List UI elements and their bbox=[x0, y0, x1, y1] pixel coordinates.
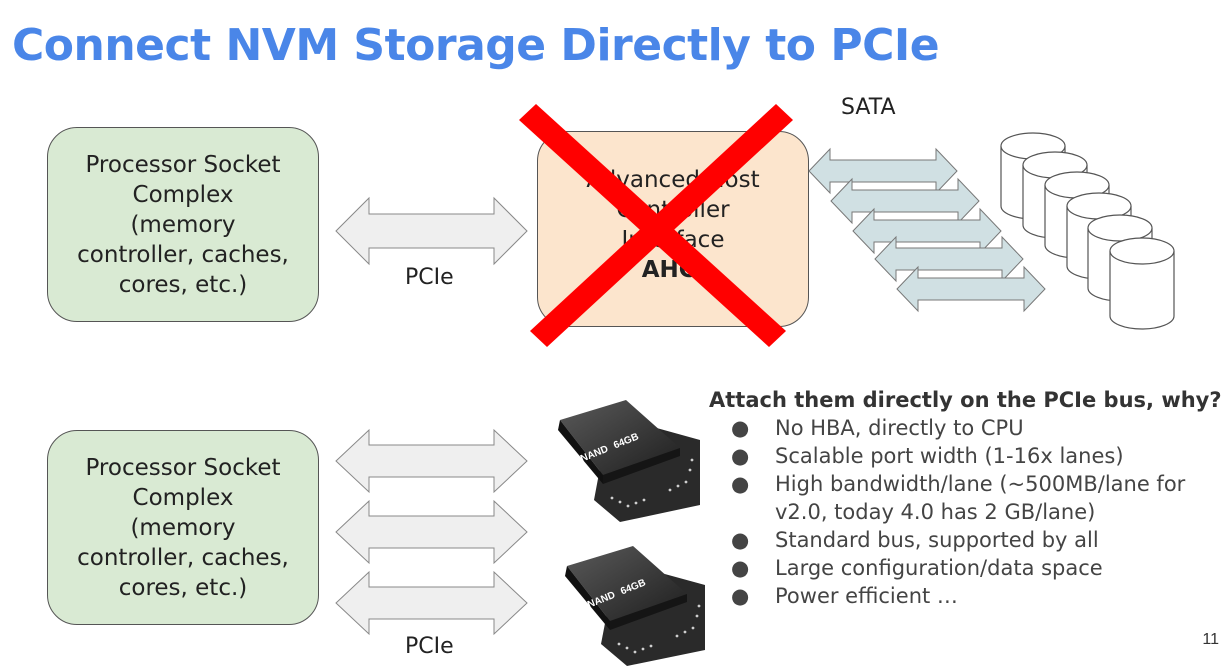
processor-box-line: (memory bbox=[130, 514, 236, 541]
reasons-list: Attach them directly on the PCIe bus, wh… bbox=[709, 386, 1222, 610]
red-x-icon bbox=[519, 104, 793, 347]
list-item: ● No HBA, directly to CPU bbox=[709, 414, 1221, 442]
processor-box-line: (memory bbox=[130, 211, 236, 238]
list-item: ● Power efficient … bbox=[709, 582, 1221, 610]
bullet-icon: ● bbox=[731, 584, 750, 608]
disk-stack bbox=[1000, 132, 1175, 330]
sata-arrow bbox=[874, 235, 1024, 283]
pcie-label-top: PCIe bbox=[405, 265, 454, 290]
list-item-text: High bandwidth/lane (~500MB/lane for v2.… bbox=[775, 472, 1186, 524]
sata-arrow bbox=[852, 207, 1002, 255]
list-item-text: Scalable port width (1-16x lanes) bbox=[775, 444, 1124, 468]
bullet-icon: ● bbox=[731, 416, 750, 440]
processor-box-line: controller, caches, bbox=[77, 241, 289, 268]
list-item-text: No HBA, directly to CPU bbox=[775, 416, 1024, 440]
processor-box-line: Processor Socket bbox=[85, 454, 281, 481]
processor-box-line: Complex bbox=[132, 181, 234, 208]
sata-arrow bbox=[808, 147, 958, 195]
list-item-text: Standard bus, supported by all bbox=[775, 528, 1099, 552]
list-item: ● High bandwidth/lane (~500MB/lane for v2… bbox=[709, 470, 1221, 526]
sata-arrow bbox=[896, 265, 1046, 313]
nand-chip-2: NAND 64GB bbox=[565, 546, 705, 666]
pcie-arrow-bottom bbox=[335, 499, 528, 565]
list-item: ● Large configuration/data space bbox=[709, 554, 1221, 582]
page-number: 11 bbox=[1202, 631, 1219, 648]
bullet-icon: ● bbox=[731, 528, 750, 552]
sata-label: SATA bbox=[841, 95, 896, 120]
processor-box-line: controller, caches, bbox=[77, 544, 289, 571]
bullet-icon: ● bbox=[731, 472, 750, 496]
processor-socket-box-top: Processor Socket Complex (memory control… bbox=[47, 127, 319, 322]
reasons-heading: Attach them directly on the PCIe bus, wh… bbox=[709, 388, 1222, 412]
processor-box-line: Processor Socket bbox=[85, 151, 281, 178]
list-item: ● Scalable port width (1-16x lanes) bbox=[709, 442, 1221, 470]
bullet-icon: ● bbox=[731, 444, 750, 468]
sata-arrow bbox=[830, 177, 980, 225]
bullet-icon: ● bbox=[731, 556, 750, 580]
processor-box-line: Complex bbox=[132, 484, 234, 511]
pcie-arrow-top bbox=[335, 196, 528, 266]
sata-arrows bbox=[808, 147, 1046, 313]
nand-chip-1: NAND 64GB bbox=[558, 400, 700, 522]
pcie-label-bottom: PCIe bbox=[405, 634, 454, 659]
pcie-arrow-bottom bbox=[335, 428, 528, 494]
processor-socket-box-bottom: Processor Socket Complex (memory control… bbox=[47, 430, 319, 625]
processor-box-line: cores, etc.) bbox=[118, 271, 248, 298]
pcie-arrow-bottom bbox=[335, 570, 528, 636]
processor-box-line: cores, etc.) bbox=[118, 574, 248, 601]
slide-title: Connect NVM Storage Directly to PCIe bbox=[12, 20, 940, 71]
disk-icon bbox=[1109, 237, 1175, 330]
list-item-text: Power efficient … bbox=[775, 584, 958, 608]
list-item-text: Large configuration/data space bbox=[775, 556, 1103, 580]
list-item: ● Standard bus, supported by all bbox=[709, 526, 1221, 554]
